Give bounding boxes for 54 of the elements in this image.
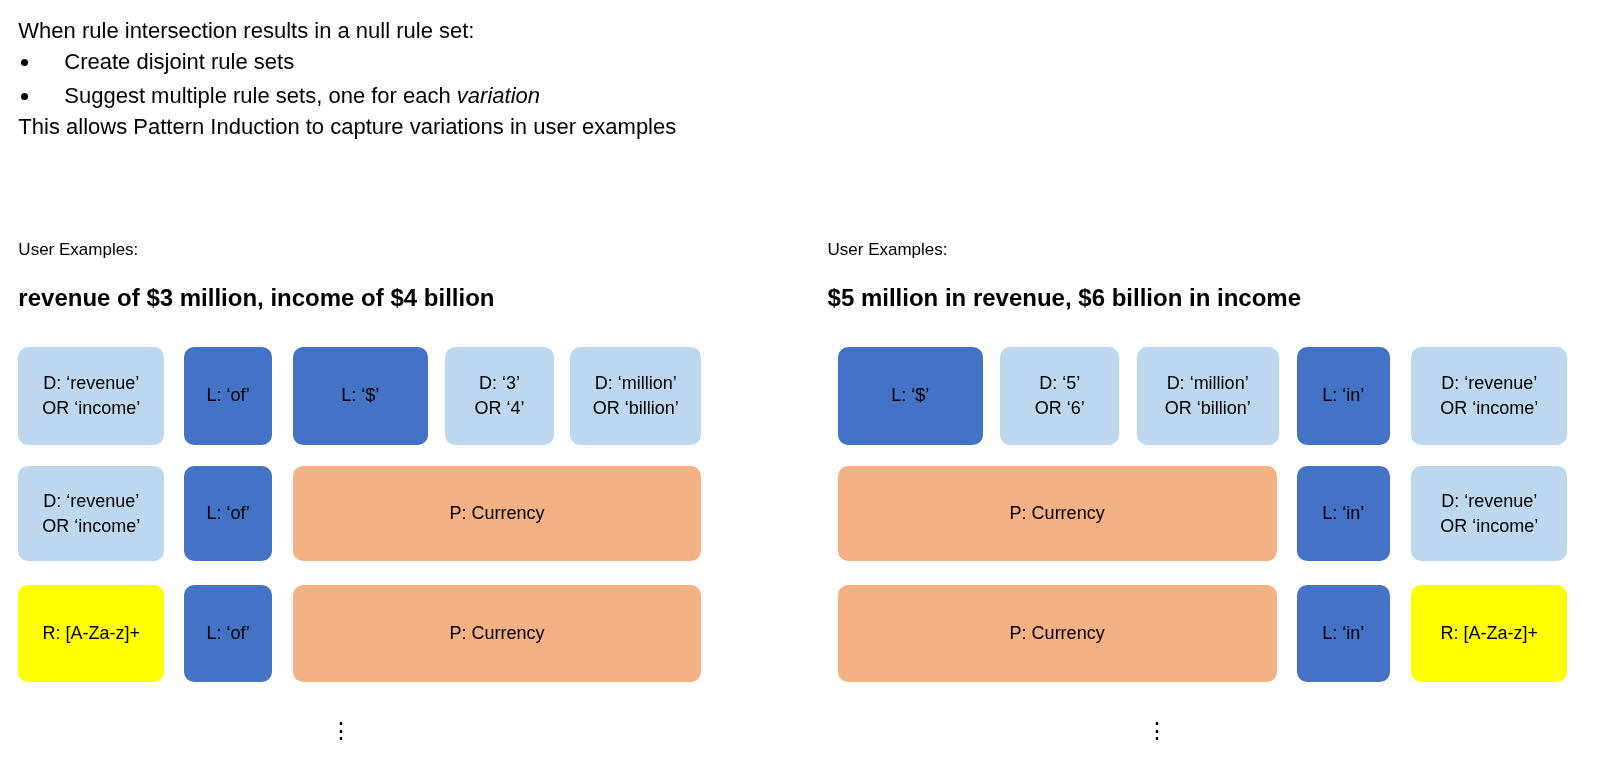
ellipsis: ⋮ <box>1145 717 1168 746</box>
dictionary-box <box>444 346 555 445</box>
box-label: D: ‘revenue’ OR ‘income’ <box>1439 489 1540 538</box>
literal-box <box>183 584 273 682</box>
dictionary-box <box>1411 346 1568 445</box>
literal-box <box>837 346 983 445</box>
bullet-text: Suggest multiple rule sets, one for each variation <box>64 81 540 110</box>
box-label: L: ‘of’ <box>206 621 250 645</box>
dictionary-box <box>1136 346 1279 445</box>
pattern-box <box>837 466 1277 562</box>
literal-box <box>292 346 428 445</box>
literal-box <box>1296 346 1390 445</box>
summary-text: This allows Pattern Induction to capture variations in user examples <box>18 113 677 142</box>
box-label: D: ‘5’ OR ‘6’ <box>1033 371 1086 420</box>
box-label: L: ‘$’ <box>891 384 930 408</box>
regex-box <box>18 584 165 682</box>
box-label: R: [A-Za-z]+ <box>1440 621 1539 645</box>
pattern-box <box>292 584 701 682</box>
box-label: D: ‘3’ OR ‘4’ <box>473 371 526 420</box>
box-label: L: ‘of’ <box>206 502 250 526</box>
example-sentence: $5 million in revenue, $6 billion in income <box>827 282 1301 313</box>
literal-box <box>183 466 273 562</box>
literal-box <box>1296 584 1390 682</box>
dictionary-box <box>18 346 165 445</box>
pattern-box <box>837 584 1277 682</box>
dictionary-box <box>570 346 701 445</box>
box-label: L: ‘$’ <box>341 384 380 408</box>
dictionary-box <box>1000 346 1120 445</box>
box-label: D: ‘revenue’ OR ‘income’ <box>41 489 142 538</box>
box-label: L: ‘of’ <box>206 384 250 408</box>
section-label: User Examples: <box>827 238 948 261</box>
bullet-text: Create disjoint rule sets <box>64 47 295 76</box>
example-sentence: revenue of $3 million, income of $4 billion <box>18 282 495 313</box>
box-label: R: [A-Za-z]+ <box>42 621 141 645</box>
box-label: P: Currency <box>449 502 545 526</box>
box-label: D: ‘million’ OR ‘billion’ <box>1163 371 1252 420</box>
literal-box <box>183 346 273 445</box>
dictionary-box <box>18 466 165 562</box>
box-label: P: Currency <box>1009 621 1105 645</box>
pattern-box <box>292 466 701 562</box>
box-label: L: ‘in’ <box>1322 502 1365 526</box>
box-label: P: Currency <box>1009 502 1105 526</box>
box-label: P: Currency <box>449 621 545 645</box>
box-label: L: ‘in’ <box>1322 384 1365 408</box>
intro-text: When rule intersection results in a null rule set: <box>18 17 475 46</box>
box-label: L: ‘in’ <box>1322 621 1365 645</box>
literal-box <box>1296 466 1390 562</box>
box-label: D: ‘million’ OR ‘billion’ <box>591 371 680 420</box>
ellipsis: ⋮ <box>329 717 352 746</box>
dictionary-box <box>1411 466 1568 562</box>
regex-box <box>1411 584 1568 682</box>
box-label: D: ‘revenue’ OR ‘income’ <box>1439 371 1540 420</box>
box-label: D: ‘revenue’ OR ‘income’ <box>41 371 142 420</box>
section-label: User Examples: <box>18 238 139 261</box>
